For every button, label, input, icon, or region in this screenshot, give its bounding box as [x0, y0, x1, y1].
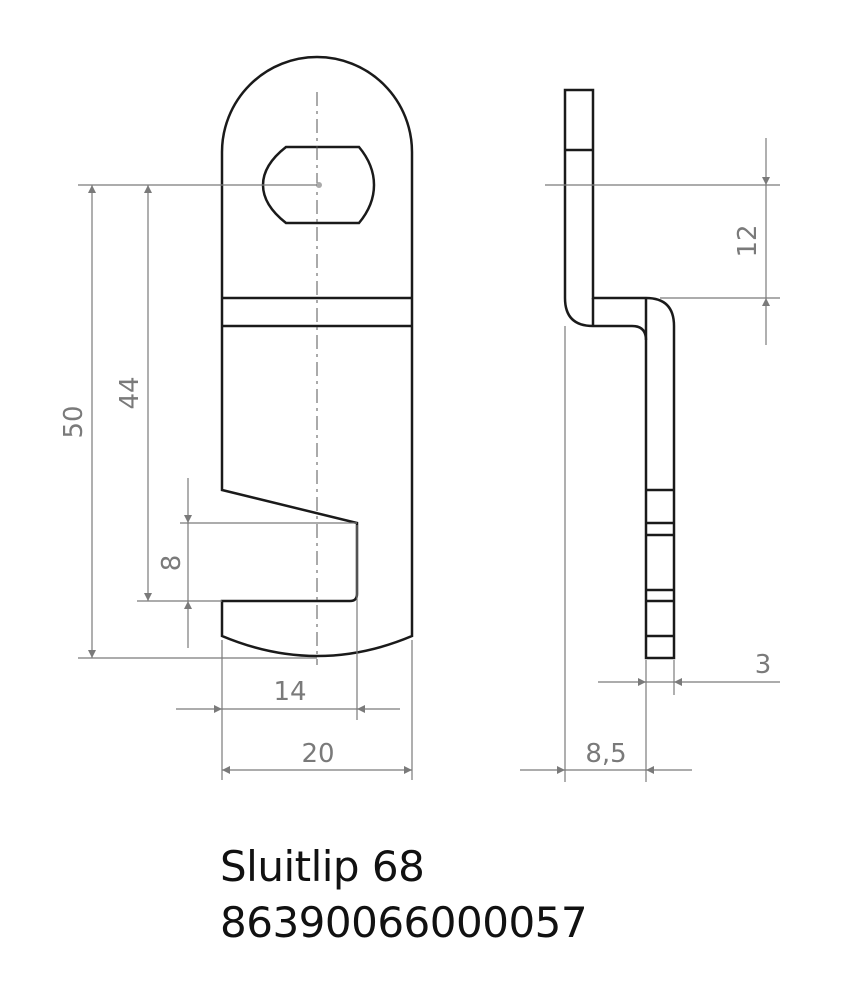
dim-8-label: 8	[157, 555, 187, 572]
dim-14-label: 14	[273, 677, 306, 707]
dim-8-5-label: 8,5	[585, 739, 626, 769]
front-view-outline	[220, 55, 414, 658]
dim-20-label: 20	[301, 739, 334, 769]
front-dimensions	[78, 184, 413, 780]
side-view-outline	[563, 88, 676, 660]
front-view	[220, 55, 414, 658]
product-code: 86390066000057	[220, 898, 588, 947]
dim-44-label: 44	[115, 376, 145, 409]
dim-3-label: 3	[755, 650, 772, 680]
dim-12-label: 12	[733, 224, 763, 257]
dim-50-label: 50	[59, 405, 89, 438]
side-view	[563, 88, 676, 660]
product-name: Sluitlip 68	[220, 842, 425, 891]
slot-hole	[261, 145, 376, 225]
slot-center-point	[316, 182, 322, 188]
side-dimensions	[520, 138, 780, 782]
